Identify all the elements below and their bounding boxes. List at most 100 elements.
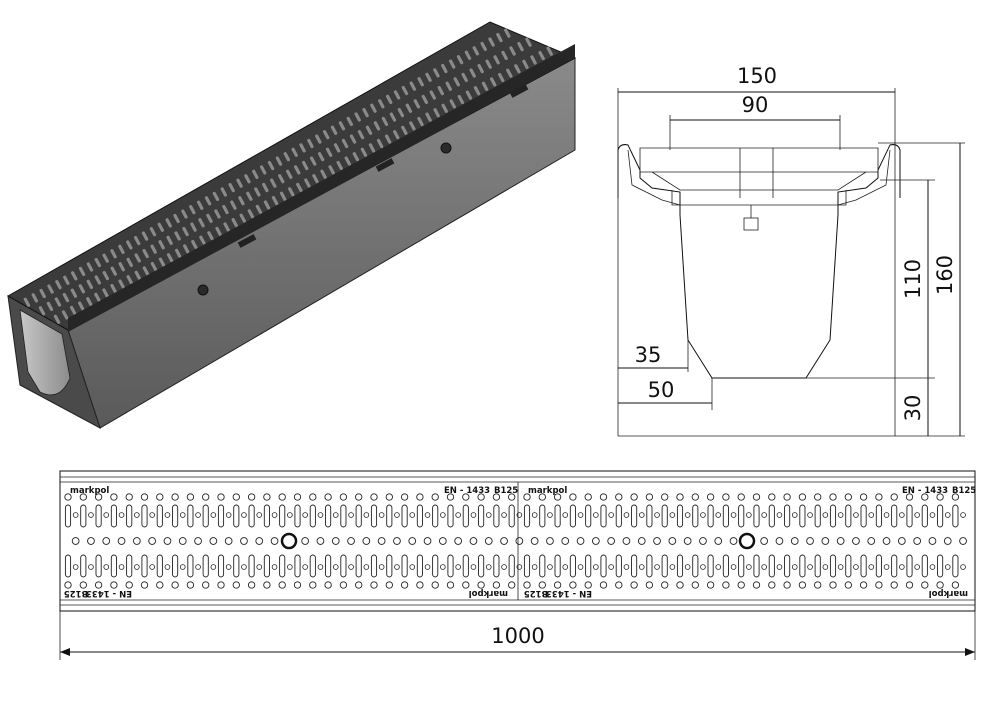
perforation-slot [952, 554, 959, 578]
perforation-hole [179, 564, 186, 570]
perforation-hole [178, 537, 187, 545]
perforation-hole [400, 493, 409, 501]
perforation-hole [416, 493, 424, 501]
perforation-hole [936, 581, 944, 589]
grate-slot [393, 130, 400, 140]
isometric-channel-view [6, 21, 577, 430]
grate-slot [150, 261, 158, 272]
grate-slot [206, 213, 213, 223]
perforation-hole [569, 581, 577, 589]
grate-slot [86, 297, 93, 307]
perforation-slot [401, 504, 408, 528]
perforation-hole [929, 564, 936, 570]
grate-slot [288, 187, 295, 197]
perforation-slot [233, 504, 240, 528]
grate-slot [191, 239, 198, 250]
grate-frame-rim [68, 44, 575, 332]
grate-slot [207, 231, 214, 241]
grate-slot [417, 116, 424, 127]
perforation-slot [646, 504, 653, 528]
perforation-hole [454, 537, 463, 545]
perforation-slot [799, 504, 806, 528]
perforation-slot [646, 554, 653, 578]
perforation-hole [462, 493, 470, 501]
perforation-hole [593, 564, 599, 570]
perforation-hole [638, 564, 645, 570]
grate-slot [190, 222, 197, 232]
perforation-hole [501, 564, 507, 570]
perforation-hole [661, 581, 669, 589]
perforation-slot [309, 504, 316, 528]
perforation-hole [814, 493, 822, 501]
marking-load-class-2: B125 [952, 486, 976, 496]
perforation-hole [960, 512, 966, 518]
perforation-slot [891, 504, 898, 528]
grate-slot [354, 112, 361, 122]
grate-slot [525, 37, 532, 47]
grate-slot [373, 121, 381, 131]
grate-slot [283, 152, 291, 162]
grate-slot [133, 235, 141, 246]
perforation-hole [301, 537, 310, 545]
perforation-slot [784, 504, 791, 528]
perforation-hole [477, 493, 485, 501]
perforation-slot [217, 554, 225, 578]
perforation-hole [654, 512, 660, 518]
perforation-hole [362, 537, 371, 545]
grate-slot [246, 191, 253, 201]
perforation-hole [623, 564, 630, 570]
perforation-hole [553, 581, 562, 589]
grate-slot [134, 253, 141, 263]
perforation-hole [224, 537, 233, 545]
grate-slot [110, 283, 117, 294]
perforation-hole [431, 581, 439, 589]
grate-slot [538, 50, 545, 61]
perforation-slot [799, 554, 806, 578]
perforation-hole [669, 512, 676, 518]
perforation-hole [798, 493, 807, 501]
perforation-slot [585, 554, 592, 578]
perforation-hole [822, 564, 829, 570]
perforation-hole [561, 537, 570, 545]
grate-slot [365, 125, 373, 135]
perforation-hole [913, 537, 922, 545]
grate-slot [421, 94, 429, 105]
perforation-hole [255, 537, 264, 545]
perforation-hole [302, 512, 308, 518]
perforation-hole [776, 512, 783, 518]
grate-slot [118, 262, 125, 272]
perforation-slot [952, 504, 959, 528]
perforation-slot [279, 504, 286, 528]
grate-slot [449, 99, 457, 109]
perforation-slot [661, 504, 668, 528]
perforation-hole [661, 493, 669, 501]
perforation-hole [355, 581, 363, 589]
perforation-hole [951, 581, 960, 589]
grate-slot [309, 156, 317, 166]
dim-label-base-thickness: 30 [901, 395, 925, 422]
perforation-hole [469, 537, 478, 545]
perforation-hole [409, 512, 416, 518]
grate-slot [506, 68, 513, 78]
grate-slot [464, 50, 472, 60]
perforation-slot [340, 554, 347, 578]
perforation-slot [569, 504, 576, 528]
grate-slot [293, 165, 301, 175]
perforation-slot [768, 504, 775, 528]
perforation-hole [332, 512, 339, 518]
perforation-hole [439, 537, 447, 545]
perforation-hole [684, 512, 691, 518]
grate-bolt-hole [280, 532, 298, 550]
perforation-hole [316, 537, 325, 545]
perforation-hole [363, 564, 370, 570]
grate-slot [69, 305, 77, 316]
grate-slot [384, 134, 392, 144]
perforation-hole [347, 537, 355, 545]
perforation-hole [706, 493, 715, 501]
perforation-hole [645, 493, 654, 501]
perforation-hole [485, 564, 492, 570]
perforation-hole [546, 537, 554, 545]
marking-standard-inverted: EN - 1433 [86, 588, 132, 598]
perforation-slot [906, 554, 913, 578]
perforation-hole [929, 512, 936, 518]
